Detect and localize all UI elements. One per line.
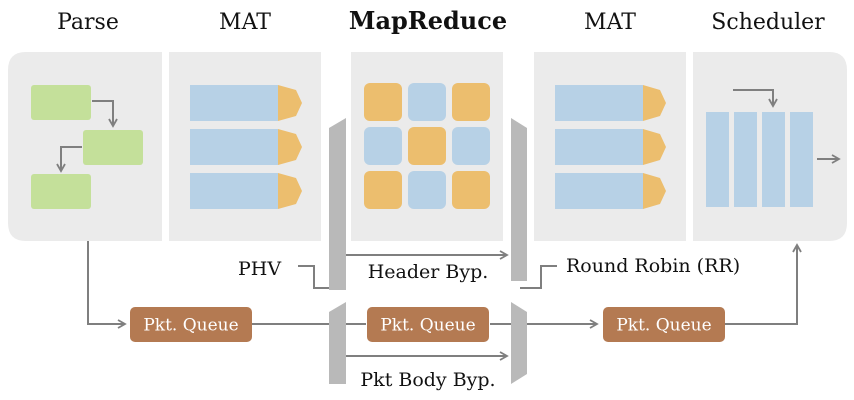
- mapreduce-grid: [364, 83, 490, 209]
- pkt-queue-box: Pkt. Queue: [603, 307, 725, 342]
- parse-transition-arrow: [92, 100, 118, 128]
- mapreduce-cell-orange: [452, 83, 490, 121]
- mat-left-table: [190, 85, 302, 209]
- scheduler-queue-column: [762, 112, 785, 207]
- mapreduce-cell-blue: [364, 127, 402, 165]
- parse-state-block: [31, 85, 91, 120]
- mat-entry: [555, 85, 643, 121]
- plate-upper-right: [511, 118, 527, 281]
- pkt-queue-label: Pkt. Queue: [143, 316, 238, 336]
- scheduler-enqueue-arrow: [733, 89, 778, 108]
- plate-lower-left: [329, 302, 346, 384]
- mat-entry: [555, 129, 643, 165]
- bypass-paths: [298, 250, 557, 361]
- parse-transition-arrow: [56, 146, 82, 173]
- parse-to-queue-arrow: [87, 241, 127, 329]
- phv-label: PHV: [238, 258, 281, 280]
- mat-entry: [190, 129, 278, 165]
- mapreduce-cell-orange: [452, 171, 490, 209]
- mat-right-table: [555, 85, 666, 209]
- stage-title-scheduler: Scheduler: [711, 10, 825, 35]
- parse-state-block: [31, 174, 91, 209]
- scheduler-queue-column: [790, 112, 813, 207]
- parse-state-block: [83, 130, 143, 165]
- mat-action: [643, 85, 666, 121]
- stage-title-mapreduce: MapReduce: [349, 6, 507, 35]
- plate-lower-right: [511, 302, 527, 384]
- mapreduce-cell-blue: [452, 127, 490, 165]
- mapreduce-cell-blue: [408, 171, 446, 209]
- parse-graph: [31, 85, 143, 209]
- bypass-plates: [329, 118, 527, 384]
- pkt-queue-box: Pkt. Queue: [367, 307, 489, 342]
- mat-entry: [190, 85, 278, 121]
- stage-title-mat-left: MAT: [219, 10, 271, 35]
- mat-entry: [555, 173, 643, 209]
- queue-to-scheduler-arrow: [725, 243, 802, 325]
- scheduler-queue-column: [706, 112, 729, 207]
- mat-action: [278, 129, 302, 165]
- phv-connector: [298, 265, 336, 289]
- packet-queue-path: [87, 241, 802, 329]
- scheduler-queues: [706, 89, 841, 207]
- mat-action: [643, 173, 666, 209]
- plate-upper-left: [329, 118, 346, 290]
- pkt-queue-label: Pkt. Queue: [616, 316, 711, 336]
- mapreduce-cell-orange: [364, 83, 402, 121]
- mapreduce-cell-orange: [364, 171, 402, 209]
- pkt-queue-label: Pkt. Queue: [380, 316, 475, 336]
- scheduler-queue-column: [734, 112, 757, 207]
- pkt-body-bypass-label: Pkt Body Byp.: [360, 369, 495, 391]
- pkt-queue-box: Pkt. Queue: [130, 307, 252, 342]
- mat-action: [643, 129, 666, 165]
- mapreduce-cell-orange: [408, 127, 446, 165]
- mat-action: [278, 85, 302, 121]
- stage-title-mat-right: MAT: [584, 10, 636, 35]
- mat-action: [278, 173, 302, 209]
- stage-title-parse: Parse: [57, 10, 119, 35]
- mapreduce-cell-blue: [408, 83, 446, 121]
- round-robin-label: Round Robin (RR): [566, 255, 740, 277]
- rr-connector: [520, 265, 557, 289]
- header-bypass-label: Header Byp.: [368, 261, 489, 283]
- mat-entry: [190, 173, 278, 209]
